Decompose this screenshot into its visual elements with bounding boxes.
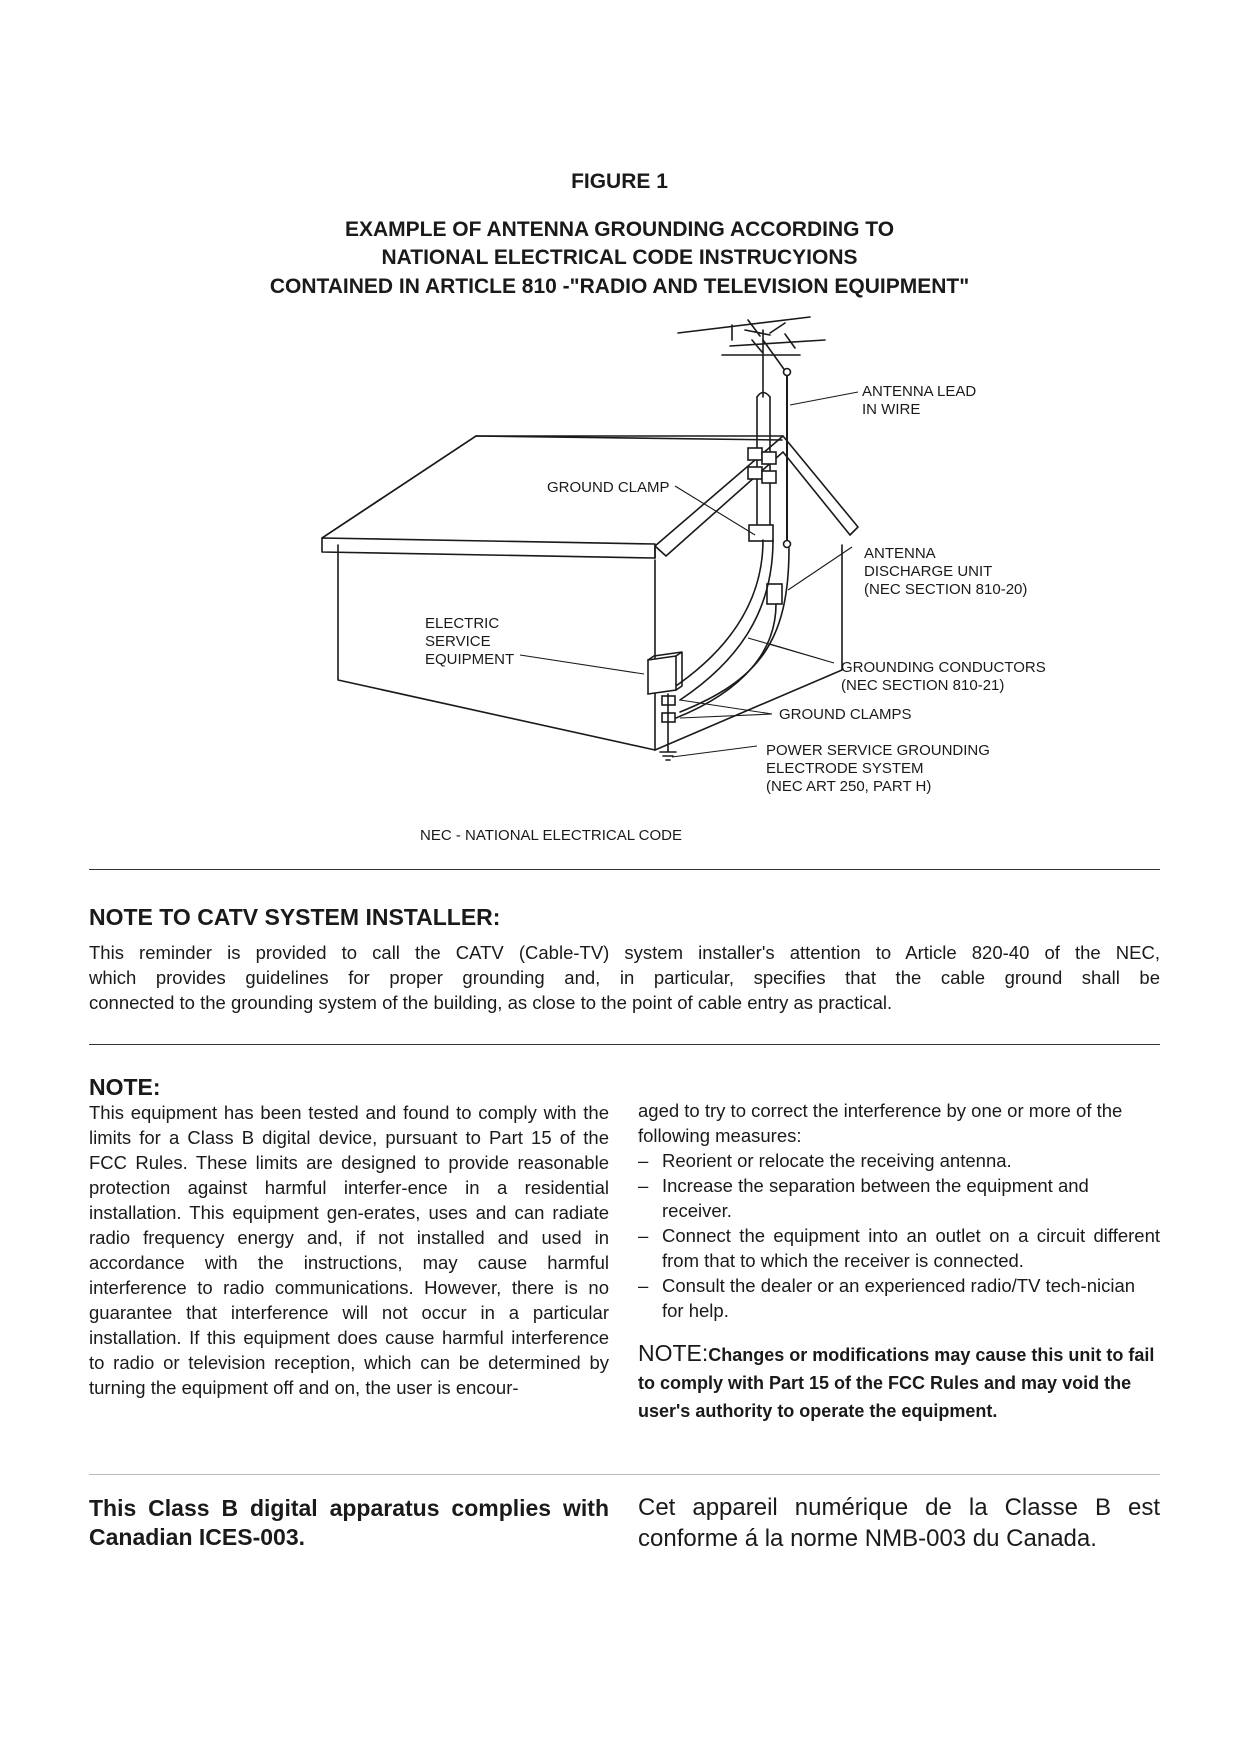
measure-item: – Reorient or relocate the receiving ant… (638, 1148, 1160, 1173)
measure-text: Increase the separation between the equi… (662, 1175, 1089, 1221)
measure-item: – Consult the dealer or an experienced r… (638, 1273, 1160, 1323)
figure-heading-line-3: CONTAINED IN ARTICLE 810 -"RADIO AND TEL… (269, 275, 970, 298)
measure-item: – Connect the equipment into an outlet o… (638, 1223, 1160, 1273)
note-right-intro: aged to try to correct the interference … (638, 1100, 1123, 1146)
grounding-electrode (659, 693, 677, 761)
label-conductors-1: GROUNDING CONDUCTORS (841, 659, 1046, 676)
catv-body: This reminder is provided to call the CA… (89, 940, 1160, 1015)
catv-line-1: This reminder is provided to call the CA… (89, 942, 1160, 963)
electric-service-box (647, 655, 677, 695)
catv-line-2: which provides guidelines for proper gro… (89, 967, 1160, 988)
figure-heading-line-2: NATIONAL ELECTRICAL CODE INSTRUCYIONS (381, 246, 858, 269)
measure-item: – Increase the separation between the eq… (638, 1173, 1160, 1223)
canada-compliance-french: Cet appareil numérique de la Classe B es… (638, 1494, 1160, 1552)
divider-2 (89, 1044, 1160, 1045)
fcc-note-text: Changes or modifications may cause this … (638, 1345, 1155, 1421)
house-front-wall (337, 544, 656, 751)
label-conductors-2: (NEC SECTION 810-21) (841, 677, 1004, 694)
label-electric-1: ELECTRIC (425, 615, 499, 632)
divider-1 (89, 869, 1160, 870)
house-roof (321, 537, 656, 559)
measure-text: Consult the dealer or an experienced rad… (662, 1275, 1136, 1321)
note-title: NOTE: (89, 1074, 161, 1100)
measure-text: Reorient or relocate the receiving anten… (662, 1150, 1012, 1171)
label-electrode-2: ELECTRODE SYSTEM (766, 760, 924, 777)
label-ground-clamp: GROUND CLAMP (547, 479, 670, 496)
dash-bullet: – (638, 1150, 649, 1171)
note-right-column: aged to try to correct the interference … (638, 1098, 1160, 1425)
fcc-note-label: NOTE: (638, 1340, 709, 1366)
figure-label: FIGURE 1 (571, 170, 668, 193)
dash-bullet: – (638, 1225, 649, 1246)
figure-caption: NEC - NATIONAL ELECTRICAL CODE (420, 827, 682, 844)
measure-text: Connect the equipment into an outlet on … (662, 1225, 1160, 1271)
antenna-elements (677, 316, 826, 356)
divider-3 (89, 1474, 1160, 1475)
catv-title: NOTE TO CATV SYSTEM INSTALLER: (89, 904, 501, 930)
label-antenna-lead-2: IN WIRE (862, 401, 920, 418)
grounding-conductor-2 (679, 547, 790, 713)
ground-clamp-mast (748, 524, 774, 542)
catv-line-3: connected to the grounding system of the… (89, 992, 893, 1013)
dash-bullet: – (638, 1175, 649, 1196)
label-electrode-3: (NEC ART 250, PART H) (766, 778, 931, 795)
note-left-column: This equipment has been tested and found… (89, 1100, 609, 1400)
figure-heading-line-1: EXAMPLE OF ANTENNA GROUNDING ACCORDING T… (344, 218, 895, 241)
antenna-grounding-diagram: ANTENNA LEAD IN WIRE GROUND CLAMP ANTENN… (321, 316, 1046, 844)
label-discharge-3: (NEC SECTION 810-20) (864, 581, 1027, 598)
label-ground-clamps: GROUND CLAMPS (779, 706, 912, 723)
label-discharge-2: DISCHARGE UNIT (864, 563, 992, 580)
house-gable (654, 435, 859, 557)
label-antenna-lead-1: ANTENNA LEAD (862, 383, 976, 400)
fcc-note: NOTE:Changes or modifications may cause … (638, 1341, 1160, 1425)
note-left-text: This equipment has been tested and found… (89, 1102, 609, 1398)
label-electric-2: SERVICE (425, 633, 491, 650)
canada-compliance-english: This Class B digital apparatus complies … (89, 1495, 609, 1550)
label-electrode-1: POWER SERVICE GROUNDING (766, 742, 990, 759)
label-discharge-1: ANTENNA (864, 545, 936, 562)
label-electric-3: EQUIPMENT (425, 651, 514, 668)
grounding-conductor-1 (669, 539, 764, 691)
antenna-discharge-unit (766, 583, 783, 605)
house-side-wall (654, 544, 843, 751)
dash-bullet: – (638, 1275, 649, 1296)
